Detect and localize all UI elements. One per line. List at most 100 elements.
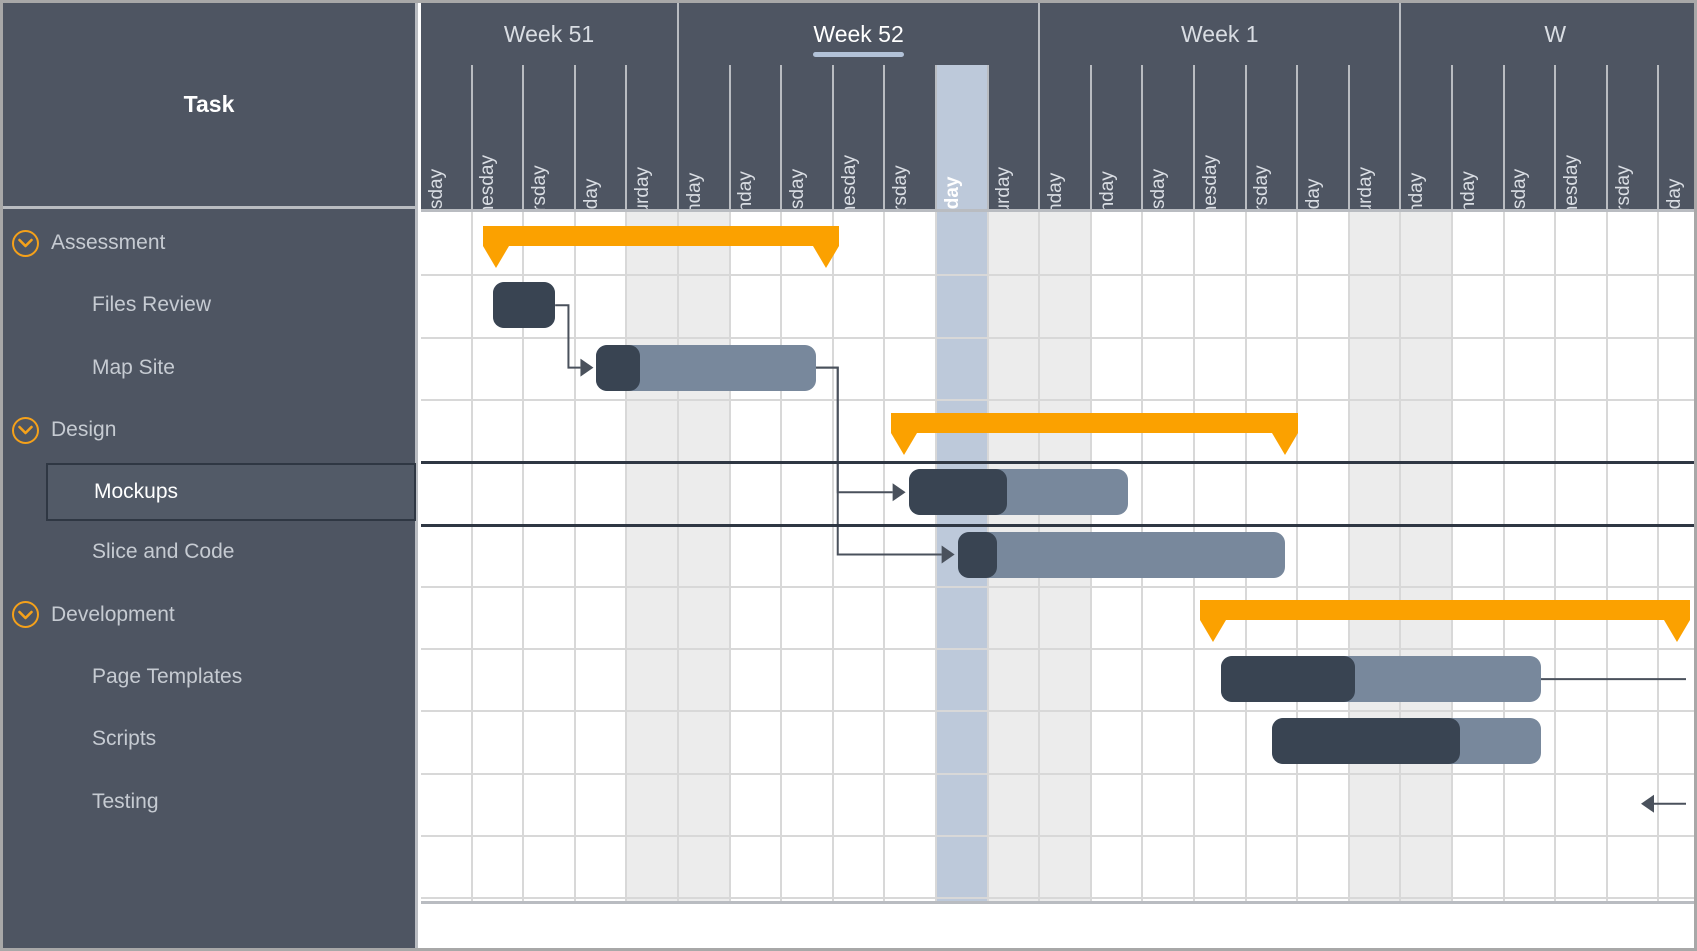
task-row-mockups[interactable]: Mockups (46, 463, 416, 522)
day-header-cell: Sunday (1401, 65, 1453, 209)
day-label: Wednesday (1560, 155, 1582, 209)
task-label: Mockups (94, 480, 179, 504)
task-bar-progress (908, 469, 1008, 516)
task-bar[interactable] (1220, 656, 1541, 703)
gantt-bars (421, 212, 1694, 903)
task-row-development[interactable]: Development (3, 583, 415, 645)
day-label: Friday (580, 178, 602, 209)
week-header-cell: W (1401, 3, 1694, 65)
summary-bar[interactable] (1200, 599, 1691, 642)
summary-cap-left-icon (890, 432, 917, 455)
chevron-down-circle-icon[interactable] (12, 229, 39, 257)
grid-column (1556, 212, 1608, 903)
task-row-map-site[interactable]: Map Site (3, 337, 415, 399)
task-row-page-templates[interactable]: Page Templates (3, 646, 415, 708)
summary-bar[interactable] (482, 226, 839, 268)
task-row-slice-and-code[interactable]: Slice and Code (3, 521, 415, 583)
task-label: Slice and Code (92, 540, 235, 564)
task-bar[interactable] (493, 282, 556, 329)
task-label: Map Site (92, 355, 175, 379)
selected-row-border (421, 461, 1694, 465)
chevron-down-circle-icon[interactable] (12, 416, 39, 444)
task-bar[interactable] (1272, 718, 1541, 765)
day-header-cell: Friday (1298, 65, 1350, 209)
day-header-cell: Monday (1092, 65, 1144, 209)
week-header-cell: Week 52 (679, 3, 1041, 65)
day-label: Thursday (1251, 165, 1273, 209)
summary-cap-right-icon (812, 246, 839, 268)
day-header-cell: Wednesday (1556, 65, 1608, 209)
task-row-assessment[interactable]: Assessment (3, 212, 415, 274)
day-header-cell: Wednesday (1195, 65, 1247, 209)
week-label: Week 52 (813, 20, 905, 57)
summary-cap-left-icon (1200, 619, 1227, 642)
day-header-cell: Monday (731, 65, 783, 209)
day-header-cell: Thursday (1247, 65, 1299, 209)
grid-row-line (421, 398, 1694, 401)
task-row-testing[interactable]: Testing (3, 770, 415, 832)
grid-column (1298, 212, 1350, 903)
grid-column (885, 212, 937, 903)
grid-column (421, 212, 473, 903)
day-label: Tuesday (425, 168, 447, 209)
day-label: Saturday (993, 166, 1015, 209)
day-label: Wednesday (477, 155, 499, 209)
grid-column (1608, 212, 1660, 903)
task-label: Testing (92, 789, 159, 813)
day-label: Friday (1664, 178, 1686, 209)
day-header-cell: Saturday (989, 65, 1041, 209)
grid-row-line (421, 897, 1694, 900)
day-header-cell: Friday (937, 65, 989, 209)
day-header-cell: Saturday (1350, 65, 1402, 209)
task-row-design[interactable]: Design (3, 399, 415, 461)
week-label: Week 51 (503, 20, 595, 47)
task-row-scripts[interactable]: Scripts (3, 708, 415, 770)
day-header-cell: Thursday (885, 65, 937, 209)
day-label: Tuesday (1509, 168, 1531, 209)
day-header-cell: Tuesday (421, 65, 473, 209)
grid-column (782, 212, 834, 903)
day-header-cell: Monday (1453, 65, 1505, 209)
timeline-grid (421, 212, 1694, 903)
grid-bottom-border (421, 901, 1694, 904)
task-bar[interactable] (596, 344, 816, 391)
task-label: Files Review (92, 293, 212, 317)
dependency-link-layer (555, 304, 1686, 813)
task-label: Assessment (51, 231, 166, 255)
week-header-cell: Week 51 (421, 3, 679, 65)
summary-cap-right-icon (1664, 619, 1691, 642)
day-header-cell: Wednesday (834, 65, 886, 209)
day-label: Wednesday (838, 155, 860, 209)
grid-column (834, 212, 886, 903)
task-bar[interactable] (908, 469, 1128, 516)
week-header-cell: Week 1 (1040, 3, 1402, 65)
grid-column (1401, 212, 1453, 903)
chevron-down-circle-icon[interactable] (12, 601, 39, 629)
day-label: Wednesday (1199, 155, 1221, 209)
day-label: Friday (941, 176, 963, 209)
grid-row-line (421, 274, 1694, 277)
dependency-link (555, 304, 581, 369)
day-header-cell: Thursday (524, 65, 576, 209)
summary-cap-right-icon (1272, 432, 1299, 455)
day-label: Sunday (683, 172, 705, 209)
day-label: Saturday (1354, 166, 1376, 209)
task-bar-progress (596, 344, 641, 391)
dependency-arrow-icon (580, 358, 594, 377)
summary-cap-left-icon (482, 246, 509, 268)
grid-column (1453, 212, 1505, 903)
day-label: Sunday (1044, 172, 1066, 209)
day-label: Sunday (1406, 172, 1428, 209)
summary-bar[interactable] (890, 412, 1299, 455)
grid-column (473, 212, 525, 903)
day-header-cell: Friday (576, 65, 628, 209)
task-row-files-review[interactable]: Files Review (3, 274, 415, 336)
task-bar[interactable] (957, 531, 1286, 578)
day-header-cell: Sunday (679, 65, 731, 209)
dependency-link (815, 366, 942, 556)
grid-column (1247, 212, 1299, 903)
